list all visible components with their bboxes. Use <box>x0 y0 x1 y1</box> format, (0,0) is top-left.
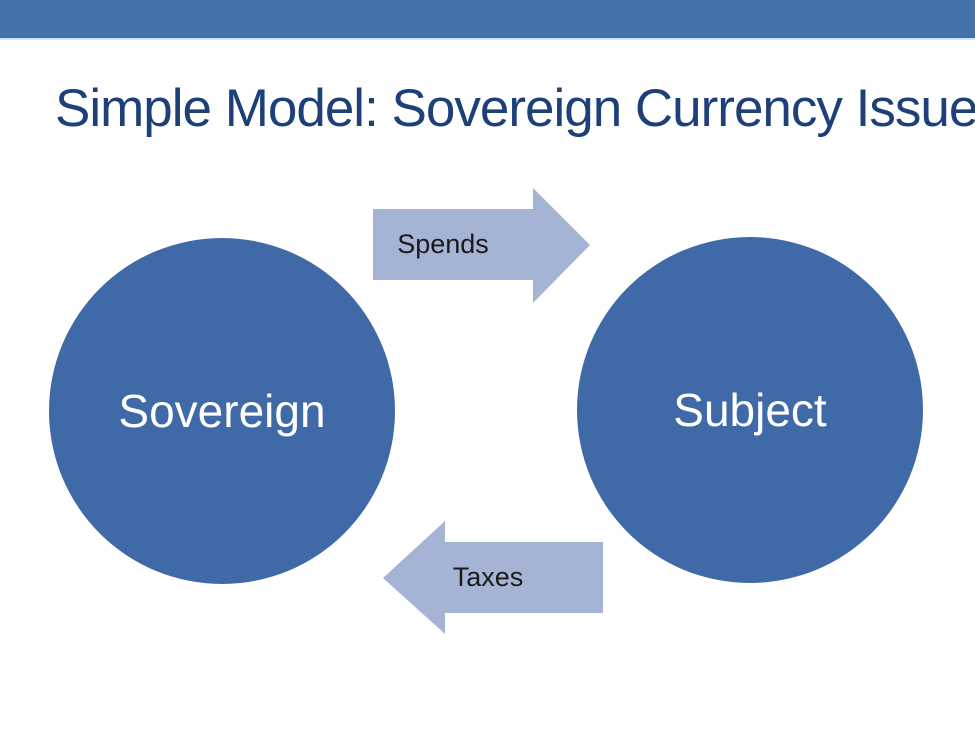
subject-circle-shape <box>577 237 923 583</box>
spends-arrow-right-shape <box>373 188 590 303</box>
taxes-arrow-left-shape <box>383 521 603 634</box>
subject-node-label: Subject <box>673 384 827 436</box>
sovereign-node-label: Sovereign <box>118 385 326 437</box>
slide-title: Simple Model: Sovereign Currency Issuer <box>55 79 975 138</box>
taxes-flow-label: Taxes <box>452 562 524 592</box>
sovereign-circle-shape <box>49 238 395 584</box>
spends-flow-label: Spends <box>397 229 489 259</box>
header-accent-bar <box>0 0 975 40</box>
